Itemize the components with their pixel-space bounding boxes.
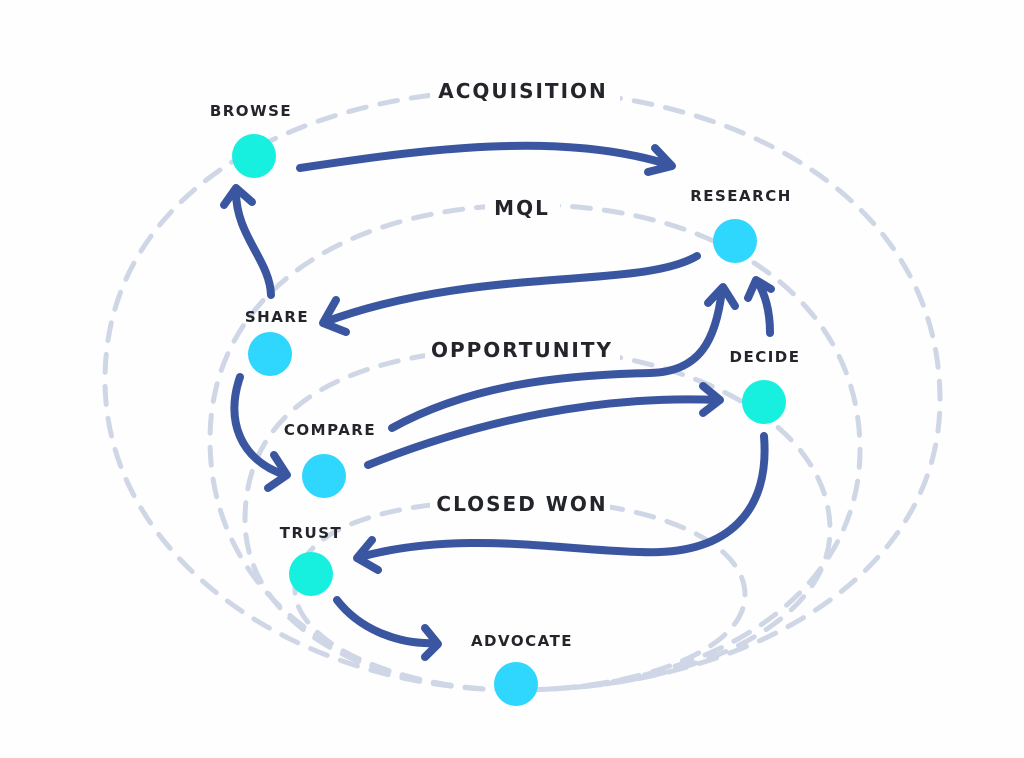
node-advocate-dot[interactable] [494,662,538,706]
stage-label-acquisition: ACQUISITION [438,79,608,103]
arrow-decide-to-trust [353,432,769,574]
node-browse[interactable]: BROWSE [210,102,292,178]
arrow-research-to-share [319,252,701,336]
ring-closed-won [292,497,748,693]
stage-labels: ACQUISITION MQL OPPORTUNITY CLOSED WON [425,72,620,520]
node-research-label: RESEARCH [690,187,792,205]
node-browse-label: BROWSE [210,102,292,120]
node-trust-label: TRUST [280,524,343,542]
arrow-share-to-browse [220,184,275,299]
node-share[interactable]: SHARE [245,308,309,376]
node-advocate-label: ADVOCATE [471,632,573,650]
stage-rings [102,87,943,693]
node-compare-label: COMPARE [284,421,376,439]
flow-arrows [220,141,775,661]
arrow-share-to-compare [230,373,291,492]
stage-label-opportunity: OPPORTUNITY [431,338,613,362]
arrow-browse-to-research [296,141,676,176]
ring-acquisition [102,87,943,693]
node-trust[interactable]: TRUST [280,524,343,596]
node-decide-dot[interactable] [742,380,786,424]
node-trust-dot[interactable] [289,552,333,596]
node-decide-label: DECIDE [730,348,801,366]
stage-label-mql: MQL [494,196,550,220]
node-research[interactable]: RESEARCH [690,187,792,263]
node-advocate[interactable]: ADVOCATE [471,632,573,706]
arrow-compare-to-research [388,283,739,432]
stage-label-closed-won: CLOSED WON [436,492,607,516]
arrow-decide-to-research [744,276,775,337]
nodes: BROWSE RESEARCH SHARE COMPARE DECIDE TRU… [210,102,801,706]
node-share-label: SHARE [245,308,309,326]
node-decide[interactable]: DECIDE [730,348,801,424]
node-browse-dot[interactable] [232,134,276,178]
node-compare-dot[interactable] [302,454,346,498]
arrow-compare-to-decide [364,382,724,469]
node-share-dot[interactable] [248,332,292,376]
arrow-trust-to-advocate [333,596,442,661]
node-research-dot[interactable] [713,219,757,263]
node-compare[interactable]: COMPARE [284,421,376,498]
